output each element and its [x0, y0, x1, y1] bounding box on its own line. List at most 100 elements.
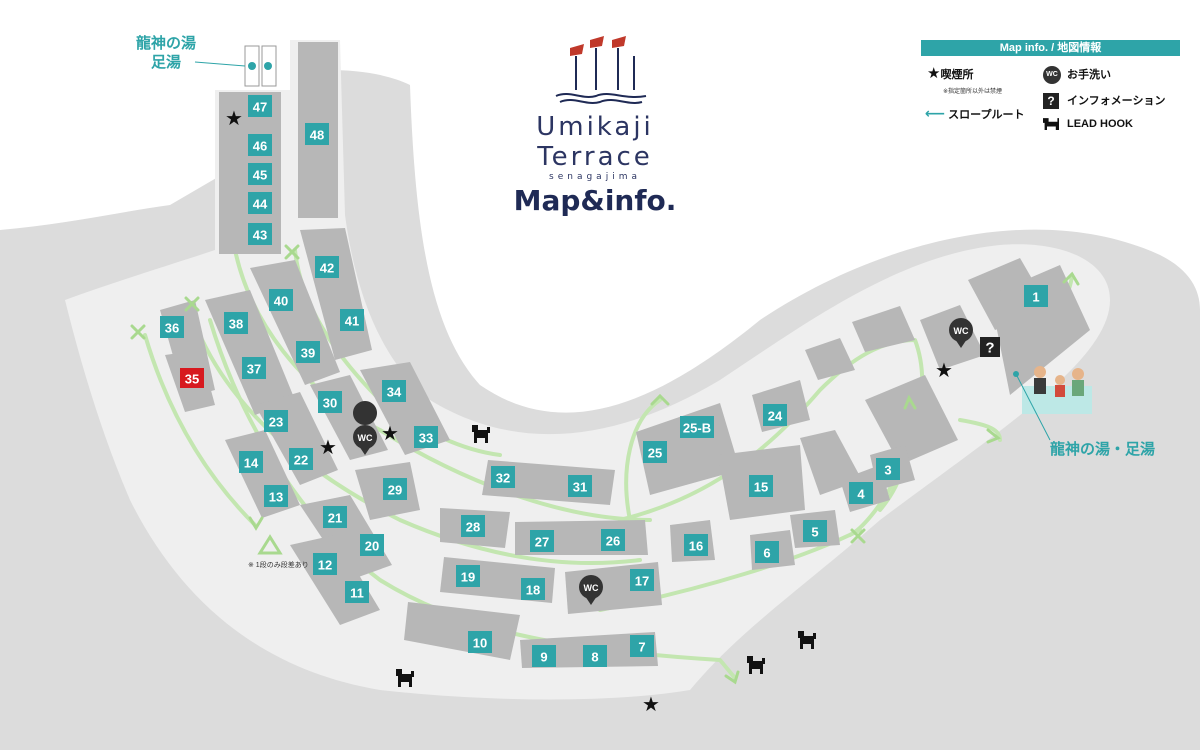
legend-smoking-note: ※指定箇所以外は禁煙	[943, 89, 1003, 95]
unit-21[interactable]: 21	[323, 506, 347, 528]
unit-29[interactable]: 29	[383, 478, 407, 500]
svg-text:WC: WC	[954, 326, 969, 336]
unit-17[interactable]: 17	[630, 569, 654, 591]
unit-47[interactable]: 47	[248, 95, 272, 117]
unit-37[interactable]: 37	[242, 357, 266, 379]
unit-1[interactable]: 1	[1024, 285, 1048, 307]
unit-13[interactable]: 13	[264, 485, 288, 507]
title-line-umikaji: Umikaji	[536, 112, 654, 142]
unit-box	[680, 416, 714, 438]
unit-box	[1024, 285, 1048, 307]
unit-box	[180, 368, 204, 388]
unit-label: 31	[573, 480, 587, 495]
unit-box	[248, 223, 272, 245]
unit-8[interactable]: 8	[583, 645, 607, 667]
unit-10[interactable]: 10	[468, 631, 492, 653]
unit-label: 9	[540, 650, 547, 665]
unit-14[interactable]: 14	[239, 451, 263, 473]
unit-11[interactable]: 11	[345, 581, 369, 603]
unit-34[interactable]: 34	[382, 380, 406, 402]
unit-label: 12	[318, 558, 332, 573]
unit-12[interactable]: 12	[313, 553, 337, 575]
unit-23[interactable]: 23	[264, 410, 288, 432]
unit-41[interactable]: 41	[340, 309, 364, 331]
unit-38[interactable]: 38	[224, 312, 248, 334]
wc-pins: WC WC WC	[353, 318, 973, 605]
map-legend: Map info. / 地図情報 ★喫煙所 ※指定箇所以外は禁煙 ⟵ スロープル…	[921, 40, 1180, 140]
unit-7[interactable]: 7	[630, 635, 654, 657]
unit-22[interactable]: 22	[289, 448, 313, 470]
title-line-terrace: Terrace	[537, 142, 653, 172]
unit-box	[296, 341, 320, 363]
unit-30[interactable]: 30	[318, 391, 342, 413]
unit-box	[876, 458, 900, 480]
crossing-markers	[130, 244, 866, 544]
unit-26[interactable]: 26	[601, 529, 625, 551]
unit-label: 44	[253, 197, 268, 212]
unit-label: 23	[269, 415, 283, 430]
unit-label: 17	[635, 574, 649, 589]
unit-label: 43	[253, 228, 267, 243]
unit-label: 14	[244, 456, 259, 471]
unit-box	[568, 475, 592, 497]
unit-label: 28	[466, 520, 480, 535]
unit-box	[382, 380, 406, 402]
unit-25[interactable]: 25	[643, 441, 667, 463]
unit-15[interactable]: 15	[749, 475, 773, 497]
unit-label: 29	[388, 483, 402, 498]
legend-smoking: ★喫煙所	[927, 64, 974, 82]
unit-18[interactable]: 18	[521, 578, 545, 600]
unit-label: 37	[247, 362, 261, 377]
unit-label: 42	[320, 261, 334, 276]
unit-25-B[interactable]: 25-B	[680, 416, 714, 438]
footbath-top-pointer	[194, 61, 246, 67]
slope-arrow-icon: ⟵	[925, 106, 946, 122]
unit-39[interactable]: 39	[296, 341, 320, 363]
unit-box	[383, 478, 407, 500]
unit-42[interactable]: 42	[315, 256, 339, 278]
unit-46[interactable]: 46	[248, 134, 272, 156]
unit-16[interactable]: 16	[684, 534, 708, 556]
unit-19[interactable]: 19	[456, 565, 480, 587]
unit-label: 40	[274, 294, 288, 309]
unit-24[interactable]: 24	[763, 404, 787, 426]
unit-label: 33	[419, 431, 433, 446]
unit-31[interactable]: 31	[568, 475, 592, 497]
unit-box	[755, 541, 779, 563]
svg-text:★: ★	[381, 421, 399, 445]
svg-text:WC: WC	[584, 583, 599, 593]
site-title: Umikaji Terrace senagajima Map&info.	[470, 40, 720, 217]
svg-text:?: ?	[985, 340, 994, 357]
unit-box	[305, 123, 329, 145]
unit-33[interactable]: 33	[414, 426, 438, 448]
unit-28[interactable]: 28	[461, 515, 485, 537]
unit-32[interactable]: 32	[491, 466, 515, 488]
unit-20[interactable]: 20	[360, 534, 384, 556]
unit-5[interactable]: 5	[803, 520, 827, 542]
unit-35[interactable]: 35	[180, 368, 204, 388]
unit-45[interactable]: 45	[248, 163, 272, 185]
unit-48[interactable]: 48	[305, 123, 329, 145]
unit-27[interactable]: 27	[530, 530, 554, 552]
unit-6[interactable]: 6	[755, 541, 779, 563]
unit-label: 20	[365, 539, 379, 554]
unit-label: 21	[328, 511, 342, 526]
unit-label: 35	[185, 372, 199, 387]
title-line-mapinfo: Map&info.	[513, 184, 677, 217]
footbath-top-callout: 龍神の湯 足湯	[136, 34, 196, 72]
unit-44[interactable]: 44	[248, 192, 272, 214]
unit-box	[224, 312, 248, 334]
unit-box	[269, 289, 293, 311]
unit-box	[239, 451, 263, 473]
footbath-top-line1: 龍神の湯	[136, 35, 197, 52]
unit-3[interactable]: 3	[876, 458, 900, 480]
unit-9[interactable]: 9	[532, 645, 556, 667]
unit-box	[248, 134, 272, 156]
unit-36[interactable]: 36	[160, 316, 184, 338]
unit-4[interactable]: 4	[849, 482, 873, 504]
unit-43[interactable]: 43	[248, 223, 272, 245]
unit-box	[684, 534, 708, 556]
unit-40[interactable]: 40	[269, 289, 293, 311]
unit-label: 6	[763, 546, 770, 561]
